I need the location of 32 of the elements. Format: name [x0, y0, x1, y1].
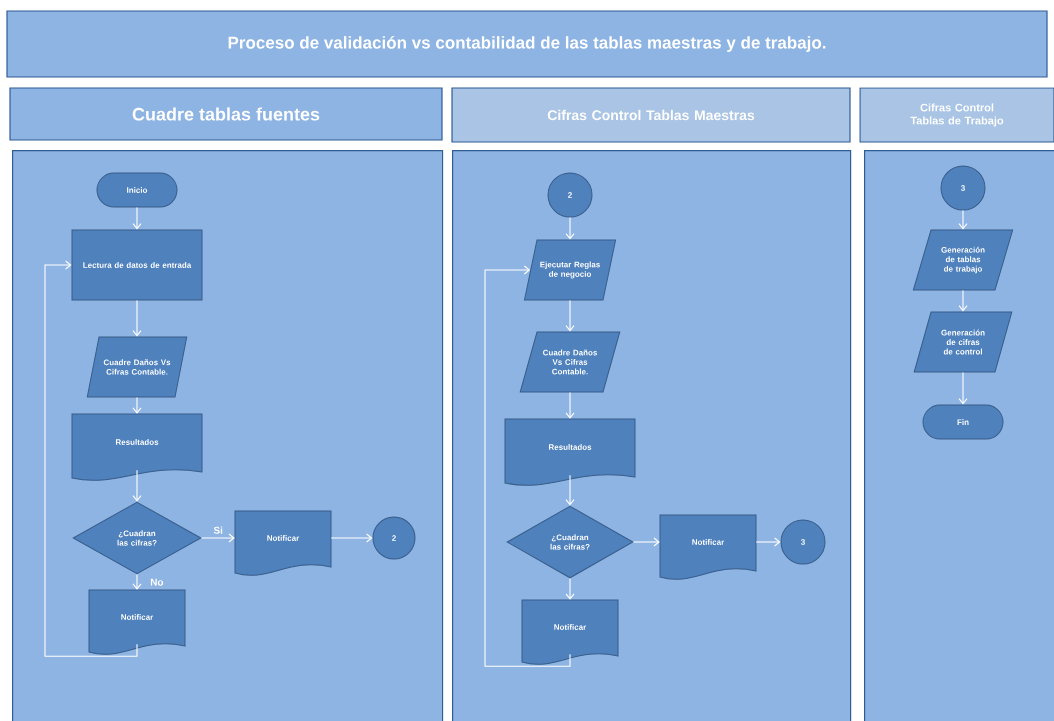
arrow: [330, 533, 373, 543]
arrow: [565, 474, 575, 506]
arrow: [565, 216, 575, 240]
arrow: [958, 289, 968, 312]
arrow: [958, 209, 968, 230]
arrow: [958, 371, 968, 405]
data-parallelogram: Generación de tablas de trabajo: [912, 229, 1014, 291]
arrow: [200, 533, 235, 543]
arrow: [755, 537, 781, 547]
data-parallelogram: Generación de cifras de control: [913, 311, 1013, 373]
arrow: [565, 577, 575, 600]
arrow: [132, 206, 142, 230]
arrow: [132, 299, 142, 337]
data-parallelogram: Cuadre Daños Vs Cifras Contable.: [519, 331, 621, 393]
arrow: [484, 265, 571, 667]
edge-label: Si: [212, 525, 224, 535]
lane-header: Cifras Control Tablas Maestras: [451, 87, 851, 143]
process-box: Lectura de datos de entrada: [71, 229, 203, 301]
arrow: [632, 537, 660, 547]
lane-header: Cifras Control Tablas de Trabajo: [859, 87, 1054, 143]
arrow: [132, 573, 142, 590]
data-parallelogram: Ejecutar Reglas de negocio: [523, 239, 617, 301]
arrow: [132, 469, 142, 502]
arrow: [44, 260, 138, 657]
arrow: [565, 299, 575, 332]
arrow: [565, 391, 575, 419]
edge-label: No: [149, 577, 165, 587]
terminator: Fin: [922, 404, 1004, 440]
lane-header: Cuadre tablas fuentes: [9, 87, 443, 141]
terminator: Inicio: [96, 172, 178, 208]
arrow: [132, 396, 142, 414]
title-band: Proceso de validación vs contabilidad de las tablas maestras y de trabajo.: [6, 10, 1048, 78]
